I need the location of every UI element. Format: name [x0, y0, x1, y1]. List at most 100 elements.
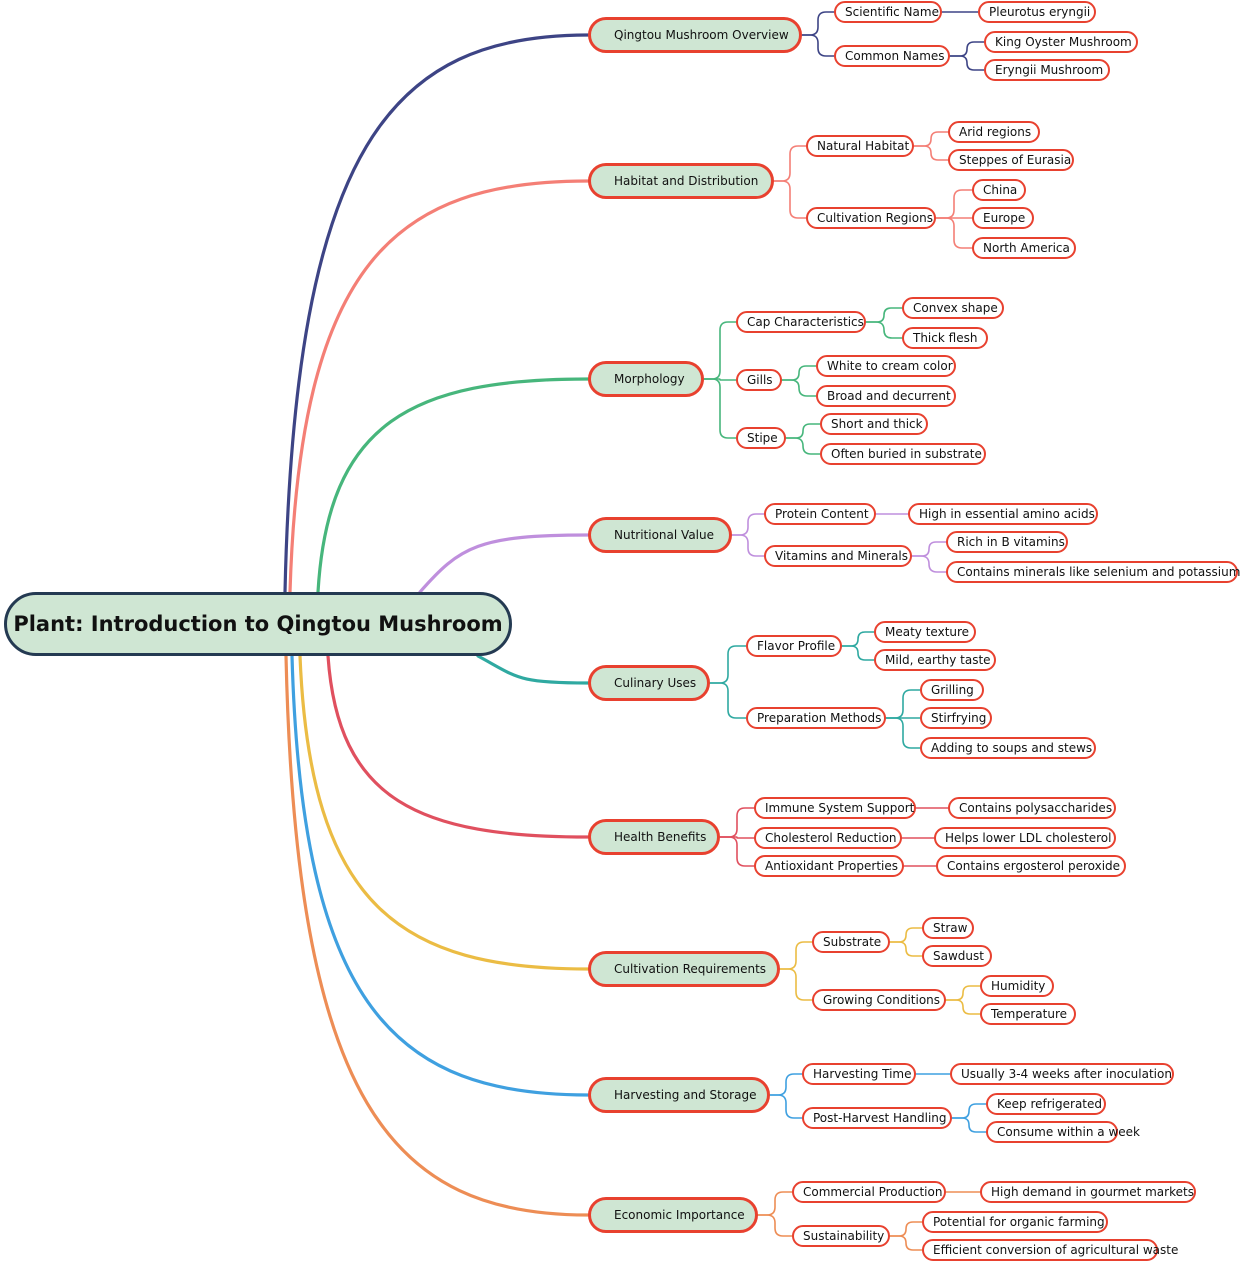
leaf-connector-broad-and-decurrent: [781, 379, 817, 397]
leaf-efficient-conversion-of-agricultural-waste[interactable]: Efficient conversion of agricultural was…: [922, 1239, 1178, 1261]
leaf-connector-eryngii-mushroom: [949, 55, 985, 71]
leaf-humidity[interactable]: Humidity: [980, 975, 1054, 997]
leaf-contains-minerals-like-selenium-and-potassium[interactable]: Contains minerals like selenium and pota…: [946, 561, 1240, 583]
sub-connector-gills: [703, 378, 737, 381]
branch-connector-culinary-uses: [476, 654, 590, 685]
leaf-sawdust[interactable]: Sawdust: [922, 945, 992, 967]
leaf-connector-temperature: [945, 999, 981, 1015]
sub-connector-vitamins-and-minerals: [731, 534, 765, 557]
subtopic-gills[interactable]: Gills: [736, 369, 782, 391]
sub-connector-stipe: [703, 378, 737, 439]
subtopic-harvesting-time[interactable]: Harvesting Time: [802, 1063, 916, 1085]
sub-connector-cultivation-regions: [773, 180, 807, 219]
branch-connector-nutritional-value: [418, 533, 590, 594]
leaf-straw[interactable]: Straw: [922, 917, 974, 939]
branch-qingtou-mushroom-overview[interactable]: Qingtou Mushroom Overview: [588, 17, 802, 53]
subtopic-protein-content[interactable]: Protein Content: [764, 503, 876, 525]
branch-connector-harvesting-and-storage: [290, 654, 590, 1097]
leaf-helps-lower-ldl-cholesterol[interactable]: Helps lower LDL cholesterol: [934, 827, 1116, 849]
subtopic-sustainability[interactable]: Sustainability: [792, 1225, 890, 1247]
leaf-thick-flesh[interactable]: Thick flesh: [902, 327, 988, 349]
sub-connector-protein-content: [731, 513, 765, 536]
subtopic-substrate[interactable]: Substrate: [812, 931, 890, 953]
subtopic-cultivation-regions[interactable]: Cultivation Regions: [806, 207, 936, 229]
leaf-keep-refrigerated[interactable]: Keep refrigerated: [986, 1093, 1106, 1115]
branch-economic-importance[interactable]: Economic Importance: [588, 1197, 758, 1233]
subtopic-flavor-profile[interactable]: Flavor Profile: [746, 635, 842, 657]
leaf-china[interactable]: China: [972, 179, 1026, 201]
root-topic[interactable]: Plant: Introduction to Qingtou Mushroom: [4, 592, 512, 656]
leaf-contains-ergosterol-peroxide[interactable]: Contains ergosterol peroxide: [936, 855, 1126, 877]
leaf-short-and-thick[interactable]: Short and thick: [820, 413, 928, 435]
branch-habitat-and-distribution[interactable]: Habitat and Distribution: [588, 163, 774, 199]
branch-connector-morphology: [316, 377, 590, 594]
branch-culinary-uses[interactable]: Culinary Uses: [588, 665, 710, 701]
leaf-rich-in-b-vitamins[interactable]: Rich in B vitamins: [946, 531, 1068, 553]
branch-morphology[interactable]: Morphology: [588, 361, 704, 397]
subtopic-common-names[interactable]: Common Names: [834, 45, 950, 67]
leaf-connector-mild-earthy-taste: [841, 645, 875, 661]
sub-connector-growing-conditions: [779, 968, 813, 1001]
leaf-mild-earthy-taste[interactable]: Mild, earthy taste: [874, 649, 996, 671]
subtopic-natural-habitat[interactable]: Natural Habitat: [806, 135, 914, 157]
leaf-connector-steppes-of-eurasia: [913, 145, 949, 161]
subtopic-growing-conditions[interactable]: Growing Conditions: [812, 989, 946, 1011]
leaf-grilling[interactable]: Grilling: [920, 679, 984, 701]
leaf-meaty-texture[interactable]: Meaty texture: [874, 621, 976, 643]
leaf-arid-regions[interactable]: Arid regions: [948, 121, 1040, 143]
leaf-high-in-essential-amino-acids[interactable]: High in essential amino acids: [908, 503, 1098, 525]
subtopic-post-harvest-handling[interactable]: Post-Harvest Handling: [802, 1107, 952, 1129]
leaf-steppes-of-eurasia[interactable]: Steppes of Eurasia: [948, 149, 1074, 171]
branch-connector-habitat-and-distribution: [288, 179, 590, 594]
leaf-europe[interactable]: Europe: [972, 207, 1034, 229]
leaf-connector-contains-minerals-like-selenium-and-potassium: [911, 555, 947, 573]
leaf-king-oyster-mushroom[interactable]: King Oyster Mushroom: [984, 31, 1138, 53]
subtopic-vitamins-and-minerals[interactable]: Vitamins and Minerals: [764, 545, 912, 567]
subtopic-preparation-methods[interactable]: Preparation Methods: [746, 707, 886, 729]
leaf-consume-within-a-week[interactable]: Consume within a week: [986, 1121, 1140, 1143]
leaf-high-demand-in-gourmet-markets[interactable]: High demand in gourmet markets: [980, 1181, 1196, 1203]
leaf-connector-adding-to-soups-and-stews: [885, 717, 921, 749]
sub-connector-common-names: [801, 34, 835, 57]
leaf-north-america[interactable]: North America: [972, 237, 1076, 259]
leaf-adding-to-soups-and-stews[interactable]: Adding to soups and stews: [920, 737, 1096, 759]
leaf-potential-for-organic-farming[interactable]: Potential for organic farming: [922, 1211, 1108, 1233]
subtopic-commercial-production[interactable]: Commercial Production: [792, 1181, 946, 1203]
branch-connector-economic-importance: [284, 654, 590, 1217]
branch-connector-qingtou-mushroom-overview: [283, 33, 590, 594]
sub-connector-commercial-production: [757, 1191, 793, 1216]
subtopic-immune-system-support[interactable]: Immune System Support: [754, 797, 916, 819]
sub-connector-cholesterol-reduction: [719, 836, 755, 839]
subtopic-scientific-name[interactable]: Scientific Name: [834, 1, 942, 23]
leaf-temperature[interactable]: Temperature: [980, 1003, 1076, 1025]
leaf-eryngii-mushroom[interactable]: Eryngii Mushroom: [984, 59, 1110, 81]
subtopic-cholesterol-reduction[interactable]: Cholesterol Reduction: [754, 827, 902, 849]
branch-connector-cultivation-requirements: [298, 654, 590, 971]
branch-nutritional-value[interactable]: Nutritional Value: [588, 517, 732, 553]
leaf-white-to-cream-color[interactable]: White to cream color: [816, 355, 956, 377]
leaf-convex-shape[interactable]: Convex shape: [902, 297, 1004, 319]
sub-connector-substrate: [779, 941, 813, 970]
leaf-often-buried-in-substrate[interactable]: Often buried in substrate: [820, 443, 986, 465]
subtopic-antioxidant-properties[interactable]: Antioxidant Properties: [754, 855, 904, 877]
leaf-connector-north-america: [935, 217, 973, 249]
sub-connector-sustainability: [757, 1214, 793, 1237]
leaf-connector-sawdust: [889, 941, 923, 957]
branch-harvesting-and-storage[interactable]: Harvesting and Storage: [588, 1077, 770, 1113]
sub-connector-harvesting-time: [769, 1073, 803, 1096]
branch-cultivation-requirements[interactable]: Cultivation Requirements: [588, 951, 780, 987]
subtopic-cap-characteristics[interactable]: Cap Characteristics: [736, 311, 866, 333]
sub-connector-antioxidant-properties: [719, 836, 755, 867]
branch-health-benefits[interactable]: Health Benefits: [588, 819, 720, 855]
leaf-stirfrying[interactable]: Stirfrying: [920, 707, 992, 729]
leaf-pleurotus-eryngii[interactable]: Pleurotus eryngii: [978, 1, 1096, 23]
leaf-usually-3-4-weeks-after-inoculation[interactable]: Usually 3-4 weeks after inoculation: [950, 1063, 1174, 1085]
leaf-broad-and-decurrent[interactable]: Broad and decurrent: [816, 385, 956, 407]
sub-connector-preparation-methods: [709, 682, 747, 719]
leaf-connector-often-buried-in-substrate: [785, 437, 821, 455]
subtopic-stipe[interactable]: Stipe: [736, 427, 786, 449]
sub-connector-natural-habitat: [773, 145, 807, 182]
leaf-contains-polysaccharides[interactable]: Contains polysaccharides: [948, 797, 1116, 819]
